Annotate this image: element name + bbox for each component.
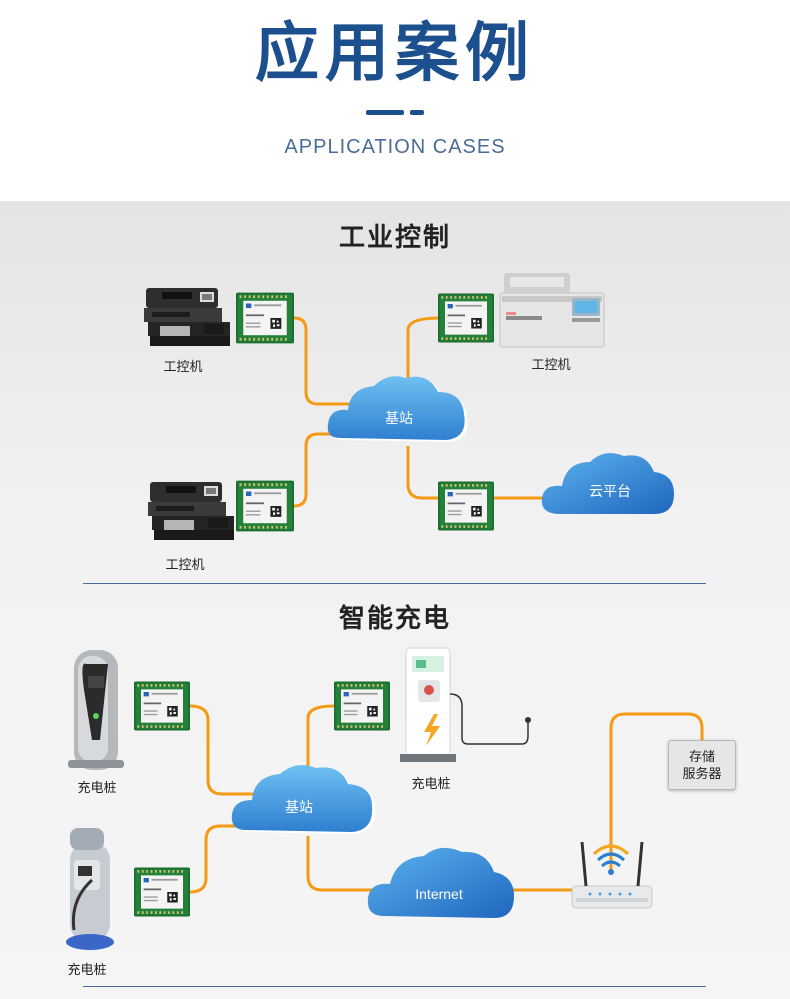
line-basestation-to-internet (306, 836, 376, 892)
basestation-cloud-2 (231, 765, 376, 834)
connection-lines-section-2 (189, 704, 704, 894)
page-header: 应用案例 APPLICATION CASES (0, 0, 790, 201)
module-board-icon (236, 292, 294, 344)
internet-label: Internet (415, 886, 463, 902)
device-label-industrial-pc: 工控机 (163, 360, 203, 375)
section-divider (83, 986, 706, 987)
line-charger2-module-to-basestation (189, 824, 260, 894)
charging-pile-icon (400, 647, 531, 762)
section-divider (83, 583, 706, 584)
storage-server-label-line1: 存储 (688, 750, 715, 765)
module-board-icon (438, 293, 494, 343)
module-board-icon (438, 481, 494, 531)
device-label-industrial-pc: 工控机 (165, 558, 205, 573)
device-label-charging-pile: 充电桩 (77, 781, 117, 796)
charging-pile-icon (66, 828, 114, 950)
internet-cloud (367, 847, 514, 918)
section-title-smart-charging: 智能充电 (338, 604, 451, 634)
basestation-cloud-1 (327, 376, 468, 442)
storage-server-label-line2: 服务器 (682, 767, 722, 782)
cloud-platform-icon (541, 453, 674, 514)
line-module2-to-basestation (293, 432, 352, 508)
basestation-label: 基站 (285, 800, 313, 816)
page-title: 应用案例 (255, 17, 535, 91)
industrial-pc-icon (144, 288, 230, 346)
module-board-icon (134, 867, 190, 917)
page-subtitle: APPLICATION CASES (284, 136, 506, 158)
line-basestation-to-module3 (406, 316, 441, 392)
title-accent-bar-left (366, 110, 404, 115)
device-label-charging-pile: 充电桩 (411, 777, 451, 792)
storage-server-box: 存储 服务器 (668, 740, 736, 790)
industrial-machine-icon (499, 273, 605, 348)
cloud-platform-label: 云平台 (589, 484, 631, 500)
line-basestation-to-module4 (406, 446, 440, 500)
line-router-to-server (609, 712, 704, 870)
device-label-charging-pile: 充电桩 (67, 963, 107, 978)
line-charger1-module-to-basestation (189, 704, 260, 796)
section-smart-charging-diagram (66, 647, 704, 950)
basestation-label: 基站 (385, 411, 413, 427)
line-basestation-to-charger-module (306, 704, 335, 780)
connection-lines-section-1 (293, 316, 552, 508)
industrial-pc-icon (148, 482, 234, 540)
device-label-industrial-machine: 工控机 (531, 358, 571, 373)
section-title-industrial-control: 工业控制 (338, 223, 451, 253)
charging-pile-icon (68, 650, 124, 770)
line-module1-to-basestation (293, 316, 352, 406)
content-area (0, 201, 790, 999)
title-accent-bar-right (410, 110, 424, 115)
module-board-icon (334, 681, 390, 731)
module-board-icon (236, 480, 294, 532)
router-icon (571, 841, 653, 909)
section-industrial-control-diagram (144, 273, 674, 540)
module-board-icon (134, 681, 190, 731)
